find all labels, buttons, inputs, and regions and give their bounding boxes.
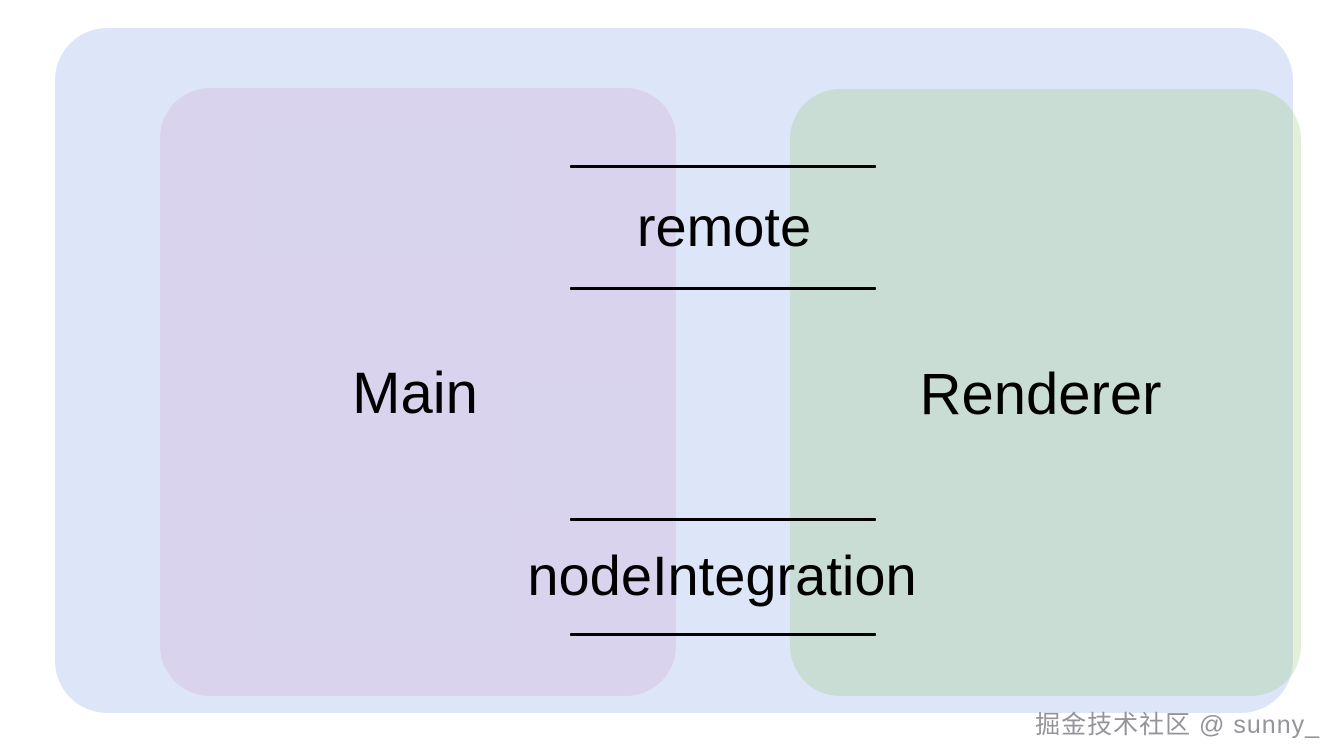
main-process-label: Main [352, 361, 478, 426]
watermark: 掘金技术社区 @ sunny_ [1035, 711, 1320, 739]
renderer-process-box: Renderer [790, 89, 1301, 696]
renderer-process-label: Renderer [919, 361, 1162, 427]
electron-app-container: Main Renderer remote nodeIntegration [55, 28, 1301, 713]
main-process-box: Main [160, 88, 676, 696]
